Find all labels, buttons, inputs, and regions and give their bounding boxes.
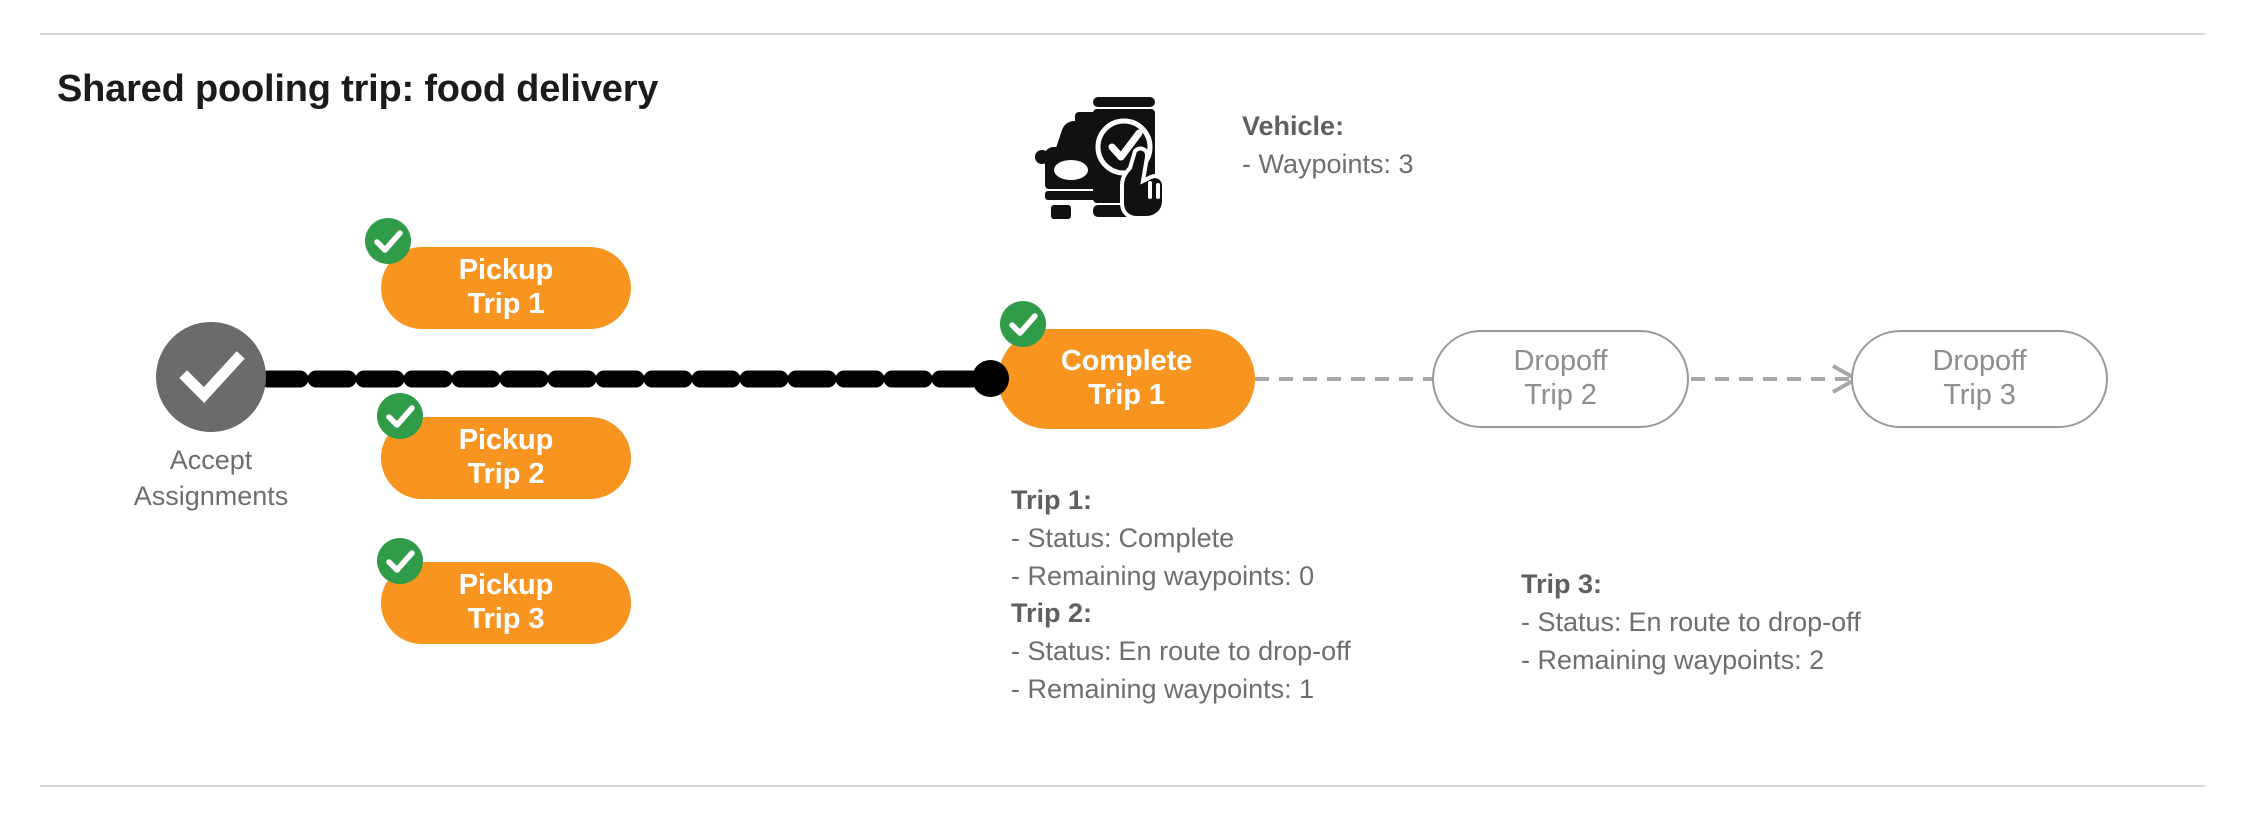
- complete-trip-1-line1: Complete: [1060, 345, 1193, 378]
- trip-2-status-label: - Status:: [1011, 636, 1112, 667]
- dropoff-trip-2-line2: Trip 2: [1524, 379, 1597, 411]
- pickup-trip-2-pill[interactable]: Pickup Trip 2: [381, 417, 631, 499]
- complete-trip-1-pill[interactable]: Complete Trip 1: [998, 329, 1255, 429]
- vehicle-info-block: Vehicle: - Waypoints: 3: [1242, 108, 1414, 184]
- trip-1-waypoints: - Remaining waypoints: 0: [1011, 560, 1315, 591]
- vehicle-waypoints: - Waypoints: 3: [1242, 148, 1414, 179]
- accept-assignments-node[interactable]: [156, 322, 266, 432]
- pickup-trip-1-line2: Trip 1: [467, 288, 545, 320]
- trip-3-waypoints: - Remaining waypoints: 2: [1521, 644, 1825, 675]
- accept-assignments-label: Accept Assignments: [91, 443, 331, 514]
- trip-1-status-value: Complete: [1118, 522, 1235, 553]
- complete-trip-1-line2: Trip 1: [1088, 379, 1165, 411]
- trip-3-status-label: - Status:: [1521, 606, 1622, 637]
- trip-1-status-label: - Status:: [1011, 522, 1112, 553]
- pickup-trip-3-line2: Trip 3: [467, 603, 545, 635]
- bottom-divider: [40, 785, 2205, 787]
- dropoff-trip-2-pill[interactable]: Dropoff Trip 2: [1432, 330, 1689, 428]
- pickup-trip-1-check-badge: [365, 218, 411, 264]
- dropoff-trip-3-pill[interactable]: Dropoff Trip 3: [1851, 330, 2108, 428]
- vehicle-info-heading: Vehicle:: [1242, 111, 1345, 141]
- pickup-trip-2-line1: Pickup: [458, 424, 554, 457]
- check-icon: [386, 550, 415, 573]
- page-title: Shared pooling trip: food delivery: [57, 68, 659, 110]
- trip-3-heading: Trip 3:: [1521, 569, 1603, 599]
- dropoff-trip-3-line1: Dropoff: [1932, 345, 2027, 378]
- check-icon: [374, 230, 403, 253]
- trip-3-status-value: En route to drop-off: [1628, 606, 1861, 637]
- check-icon: [386, 405, 415, 428]
- pickup-trip-2-line2: Trip 2: [467, 458, 545, 490]
- trip-1-2-info-block: Trip 1: - Status:Complete - Remaining wa…: [1011, 482, 1351, 709]
- trip-2-waypoints: - Remaining waypoints: 1: [1011, 673, 1315, 704]
- route-waypoint-dot: [972, 360, 1009, 397]
- trip-2-heading: Trip 2:: [1011, 598, 1093, 629]
- pickup-trip-3-check-badge: [377, 538, 423, 584]
- check-circle-icon: [179, 351, 245, 403]
- pickup-trip-3-line1: Pickup: [458, 569, 554, 602]
- accept-label-line1: Accept: [169, 445, 253, 475]
- pickup-trip-3-pill[interactable]: Pickup Trip 3: [381, 562, 631, 644]
- top-divider: [40, 33, 2205, 35]
- pickup-trip-2-check-badge: [377, 393, 423, 439]
- trip-2-status-value: En route to drop-off: [1118, 636, 1351, 667]
- trip-2-status-row: - Status:En route to drop-off: [1011, 633, 1351, 671]
- check-icon: [1009, 313, 1038, 336]
- complete-trip-1-check-badge: [1000, 301, 1046, 347]
- trip-1-heading: Trip 1:: [1011, 485, 1093, 515]
- car-phone-check-icon: [1031, 85, 1176, 222]
- trip-1-status-row: - Status:Complete: [1011, 520, 1351, 558]
- dropoff-trip-2-line1: Dropoff: [1513, 345, 1608, 378]
- pickup-trip-1-line1: Pickup: [458, 254, 554, 287]
- trip-3-status-row: - Status:En route to drop-off: [1521, 604, 1861, 642]
- pickup-trip-1-pill[interactable]: Pickup Trip 1: [381, 247, 631, 329]
- accept-label-line2: Assignments: [133, 480, 289, 511]
- dropoff-trip-3-line2: Trip 3: [1943, 379, 2016, 411]
- trip-3-info-block: Trip 3: - Status:En route to drop-off - …: [1521, 566, 1861, 679]
